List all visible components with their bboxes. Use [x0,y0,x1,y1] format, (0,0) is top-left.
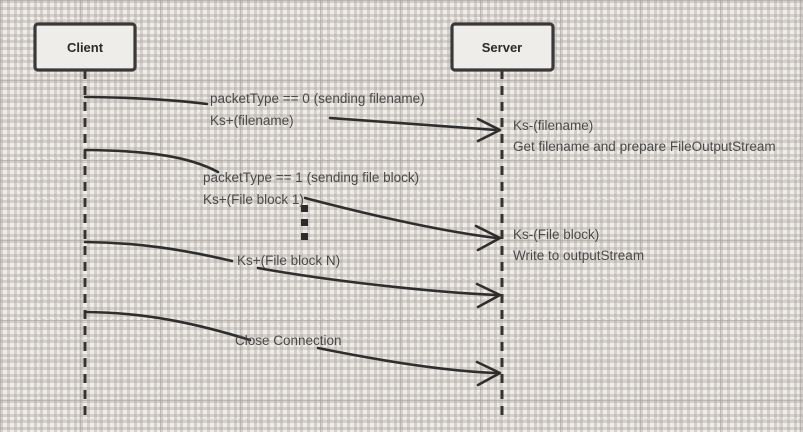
server-notes: Ks-(filename) Get filename and prepare F… [513,118,776,263]
message-filename-line-right [328,116,498,132]
message-labels: packetType == 0 (sending filename) Ks+(f… [203,91,425,348]
message-filename[interactable] [83,95,502,143]
lane-server-box [450,22,555,72]
message-close-connection-arrowhead [475,360,502,387]
lane-client[interactable]: Client [33,22,137,72]
lane-client-title: Client [67,40,104,55]
repetition-ellipsis [301,205,308,240]
ellipsis-dot-3 [301,233,308,240]
message-close-connection-line-left [83,310,252,342]
message-file-block-1-line-left [83,148,220,174]
note-file-block-received-line-1: Ks-(File block) [513,227,599,242]
message-filename-label-line-2: Ks+(filename) [210,113,294,128]
message-file-block-n[interactable] [83,240,502,309]
message-close-connection-line-right [316,346,498,375]
message-close-connection[interactable] [83,310,502,387]
lane-server[interactable]: Server [450,22,555,72]
message-file-block-n-line-left [83,240,234,263]
message-file-block-1-label-line-2: Ks+(File block 1) [203,192,304,207]
message-filename-label-line-1: packetType == 0 (sending filename) [210,91,425,106]
lane-server-title: Server [482,40,522,55]
message-file-block-1-label-line-1: packetType == 1 (sending file block) [203,170,419,185]
note-filename-received-line-1: Ks-(filename) [513,118,593,133]
message-file-block-1[interactable] [83,148,502,252]
message-file-block-n-line-right [256,266,498,297]
message-filename-arrowhead [476,117,502,143]
message-filename-line-left [83,95,209,106]
ellipsis-dot-1 [301,205,308,212]
message-file-block-1-arrowhead [474,224,502,252]
message-file-block-n-label: Ks+(File block N) [237,253,340,268]
lifelines [83,70,504,416]
lane-client-box [33,22,137,72]
message-close-connection-label: Close Connection [235,333,342,348]
ellipsis-dot-2 [301,219,308,226]
message-file-block-1-line-right [303,196,498,240]
note-filename-received-line-2: Get filename and prepare FileOutputStrea… [513,139,776,154]
message-file-block-n-arrowhead [475,282,502,309]
note-file-block-received-line-2: Write to outputStream [513,248,644,263]
